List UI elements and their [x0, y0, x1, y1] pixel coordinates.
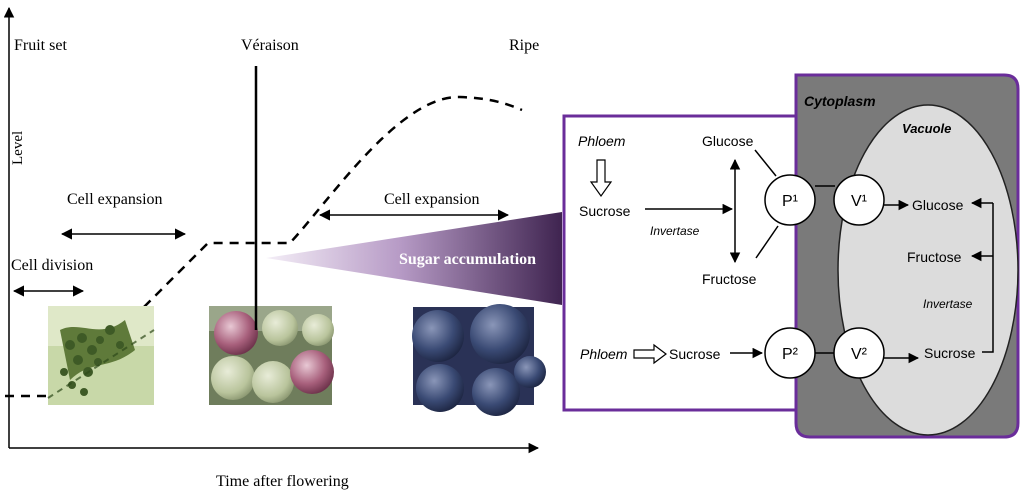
x-axis-label: Time after flowering	[216, 473, 349, 490]
fruit-set-photo	[47, 306, 155, 405]
phloem-down-arrow	[589, 159, 613, 198]
phase-cell-expansion-2: Cell expansion	[384, 191, 480, 208]
cell-diagram: Cytoplasm Vacuole Phloem Sucrose Inverta…	[562, 73, 1020, 439]
transporter-v2: V²	[833, 327, 885, 379]
ripe-photo	[412, 304, 546, 416]
invertase-top-label: Invertase	[650, 224, 700, 238]
transporter-p2: P²	[764, 327, 816, 379]
wedge-label: Sugar accumulation	[399, 251, 536, 268]
vac-glucose-label: Glucose	[912, 197, 964, 213]
phase-cell-division: Cell division	[11, 257, 93, 274]
stage-ripe: Ripe	[509, 37, 539, 54]
vac-invertase-label: Invertase	[923, 297, 973, 311]
stage-veraison: Véraison	[241, 37, 299, 54]
timeline-panel: Level Time after flowering Fruit set Vér…	[3, 6, 546, 490]
transporter-v1: V¹	[833, 174, 885, 226]
vacuole-label: Vacuole	[902, 121, 951, 136]
vacuole-invertase-bracket	[970, 197, 994, 353]
phloem-right-arrow	[633, 343, 667, 365]
phloem-top-label: Phloem	[578, 133, 626, 149]
vac-fructose-label: Fructose	[907, 249, 962, 265]
svg-text:V¹: V¹	[851, 193, 867, 210]
vacuole	[837, 104, 1019, 436]
fructose-to-p1-line	[755, 225, 779, 259]
sucrose-top-label: Sucrose	[579, 203, 631, 219]
sucrose-bottom-label: Sucrose	[669, 346, 721, 362]
svg-text:P²: P²	[782, 346, 799, 363]
svg-text:P¹: P¹	[782, 193, 798, 210]
glucose-to-p1-line	[754, 149, 777, 177]
stage-fruit-set: Fruit set	[14, 37, 67, 54]
transporter-p1: P¹	[764, 174, 816, 226]
cytoplasm-label: Cytoplasm	[804, 93, 876, 109]
phase-cell-expansion-1: Cell expansion	[67, 191, 163, 208]
level-curve	[5, 95, 523, 398]
glucose-top-label: Glucose	[702, 133, 754, 149]
y-axis-label: Level	[10, 131, 26, 165]
svg-text:V²: V²	[851, 346, 868, 363]
sugar-accumulation-wedge: Sugar accumulation	[266, 212, 562, 305]
vac-sucrose-label: Sucrose	[924, 345, 976, 361]
veraison-photo	[209, 306, 334, 405]
fructose-top-label: Fructose	[702, 271, 757, 287]
phloem-bottom-label: Phloem	[580, 346, 628, 362]
